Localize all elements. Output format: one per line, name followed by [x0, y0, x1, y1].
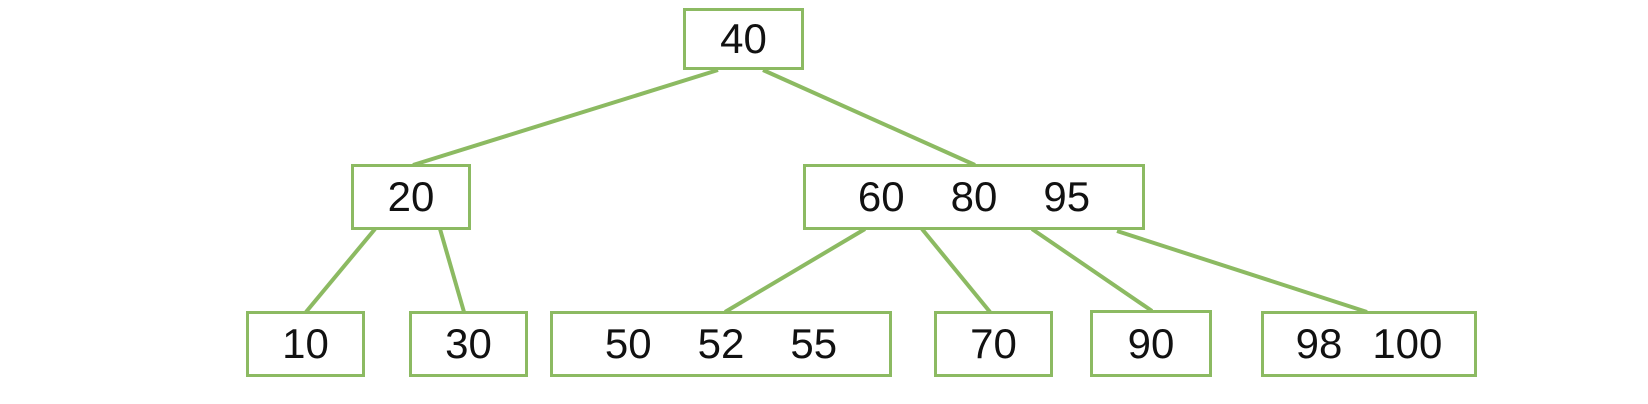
node-key: 90 — [1127, 319, 1175, 367]
tree-edge-n-60-80-95-to-n-50-52-55 — [723, 227, 867, 314]
tree-node-n-10: 10 — [246, 311, 365, 377]
tree-node-n-30: 30 — [409, 311, 528, 377]
tree-node-n-50-52-55: 50 52 55 — [550, 311, 892, 377]
tree-node-n-90: 90 — [1090, 310, 1212, 377]
node-key: 95 — [1043, 173, 1091, 220]
node-key: 52 — [697, 320, 745, 367]
tree-edge-root-40-to-n-60-80-95 — [762, 68, 976, 167]
node-key: 40 — [720, 15, 767, 62]
node-key: 60 — [857, 173, 905, 220]
node-key: 55 — [790, 320, 838, 367]
node-key: 30 — [445, 320, 492, 367]
tree-edge-n-60-80-95-to-n-90 — [1030, 227, 1154, 313]
tree-node-n-20: 20 — [351, 164, 471, 230]
tree-edge-root-40-to-n-20 — [412, 68, 719, 167]
node-key: 98 — [1295, 320, 1343, 367]
tree-node-root-40: 40 — [683, 8, 804, 70]
node-key: 10 — [282, 320, 329, 367]
tree-node-n-70: 70 — [934, 311, 1053, 377]
tree-node-n-98-100: 98 100 — [1261, 311, 1477, 377]
tree-node-n-60-80-95: 60 80 95 — [803, 164, 1145, 230]
node-key: 70 — [970, 320, 1017, 367]
node-key: 80 — [950, 173, 998, 220]
node-key: 50 — [604, 320, 652, 367]
tree-edge-n-20-to-n-10 — [304, 227, 377, 314]
node-key: 100 — [1372, 320, 1443, 367]
tree-edge-n-60-80-95-to-n-70 — [920, 227, 992, 314]
tree-edge-n-20-to-n-30 — [438, 228, 466, 313]
node-key: 20 — [387, 173, 435, 220]
tree-edge-n-60-80-95-to-n-98-100 — [1116, 229, 1368, 314]
